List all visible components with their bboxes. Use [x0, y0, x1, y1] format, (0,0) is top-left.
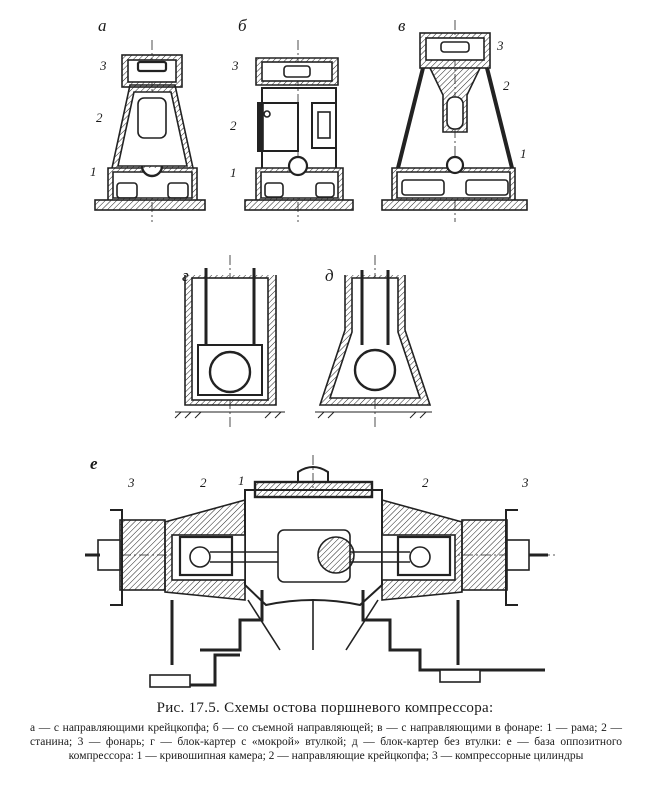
- panel-label-b: б: [238, 16, 247, 35]
- drawing-a-crosshead-guides: [94, 40, 206, 222]
- part-number: 1: [520, 146, 527, 161]
- panel-label-g: г: [182, 266, 189, 285]
- part-number: 1: [230, 165, 237, 180]
- compressor-frame-drawings: [85, 20, 555, 688]
- drawing-d-block-no-sleeve: [315, 255, 432, 430]
- part-number: 3: [497, 38, 504, 53]
- part-number: 1: [238, 473, 245, 488]
- part-number: 3: [522, 475, 529, 490]
- panel-label-a: а: [98, 16, 107, 35]
- part-number: 2: [200, 475, 207, 490]
- part-number: 3: [232, 58, 239, 73]
- caption-text: а — с направляющими крейцкопфа; б — со с…: [30, 722, 622, 762]
- part-number: 2: [230, 118, 237, 133]
- drawing-g-block-wet-sleeve: [174, 255, 285, 430]
- part-number: 2: [422, 475, 429, 490]
- panel-label-d: д: [325, 266, 334, 285]
- panel-label-v: в: [398, 16, 406, 35]
- part-number: 3: [128, 475, 135, 490]
- part-number: 1: [90, 164, 97, 179]
- drawing-b-removable-guide: [244, 40, 354, 222]
- part-number: 2: [96, 110, 103, 125]
- drawing-v-guides-in-lantern: [381, 20, 528, 222]
- part-number: 2: [503, 78, 510, 93]
- caption-title: Рис. 17.5. Схемы остова поршневого компр…: [156, 700, 494, 716]
- part-number: 3: [100, 58, 107, 73]
- drawing-e-opposed-compressor-base: [85, 455, 555, 688]
- panel-label-e: е: [90, 454, 98, 473]
- figure-caption: Рис. 17.5. Схемы остова поршневого компр…: [0, 700, 650, 763]
